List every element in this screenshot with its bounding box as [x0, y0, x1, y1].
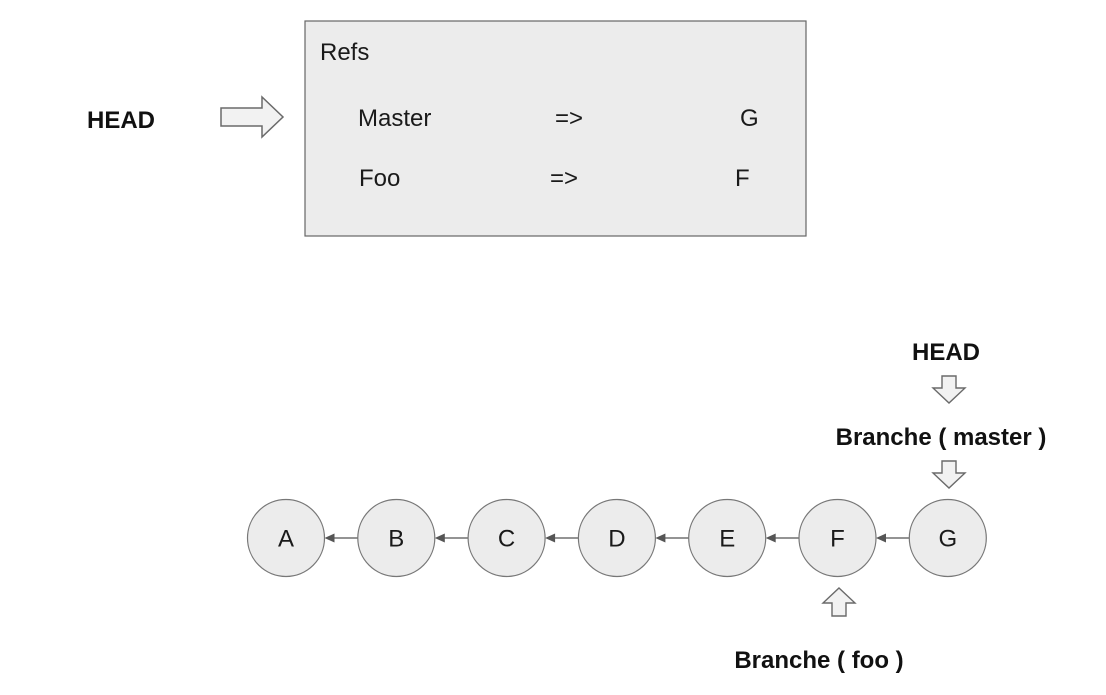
commit-node: D [577, 498, 657, 578]
refs-box [304, 20, 807, 237]
head-to-refs-arrow-icon [220, 95, 285, 139]
head-label: HEAD [87, 107, 155, 134]
commit-circle [467, 498, 546, 578]
edge-arrowhead-icon [434, 533, 445, 543]
commit-node: C [467, 498, 546, 578]
refs-title: Refs [320, 39, 369, 66]
foo-branch-label: Branche ( foo ) [734, 647, 903, 674]
commit-circle [688, 498, 767, 578]
commit-label: B [388, 526, 404, 553]
ref-name: Foo [359, 165, 400, 192]
commit-node: A [246, 498, 326, 578]
commit-circle [798, 498, 877, 578]
commit-circle [577, 498, 657, 578]
commit-circle [357, 498, 436, 578]
ref-name: Master [358, 105, 431, 132]
commit-label: G [938, 526, 957, 553]
commit-label: C [498, 526, 515, 553]
commit-label: E [719, 526, 735, 553]
ref-target: G [740, 105, 759, 132]
commit-circle [908, 498, 987, 578]
commit-label: A [278, 526, 294, 553]
commit-node: E [688, 498, 767, 578]
ref-target: F [735, 165, 750, 192]
ref-arrow: => [550, 165, 578, 192]
refs-panel: Refs Master => G Foo => F [304, 20, 807, 237]
foo-up-arrow-icon [821, 587, 857, 617]
edge-arrowhead-icon [765, 533, 776, 543]
edge-arrowhead-icon [876, 533, 886, 543]
edge-arrowhead-icon [324, 533, 335, 543]
master-down-arrow-icon [931, 460, 967, 489]
commit-node: B [357, 498, 436, 578]
commit-edges [324, 533, 910, 543]
graph-head-label: HEAD [912, 339, 980, 366]
commit-label: F [830, 526, 845, 553]
commit-node: F [798, 498, 877, 578]
commit-circle [246, 498, 326, 578]
edge-arrowhead-icon [655, 533, 666, 543]
commit-label: D [608, 526, 625, 553]
commit-node: G [908, 498, 987, 578]
commit-nodes: A B C D E F G [246, 498, 987, 578]
refs-row-foo: Foo => F [359, 165, 750, 192]
refs-row-master: Master => G [358, 105, 759, 132]
head-down-arrow-icon [931, 375, 967, 404]
ref-arrow: => [555, 105, 583, 132]
master-branch-label: Branche ( master ) [836, 424, 1047, 451]
edge-arrowhead-icon [545, 533, 556, 543]
